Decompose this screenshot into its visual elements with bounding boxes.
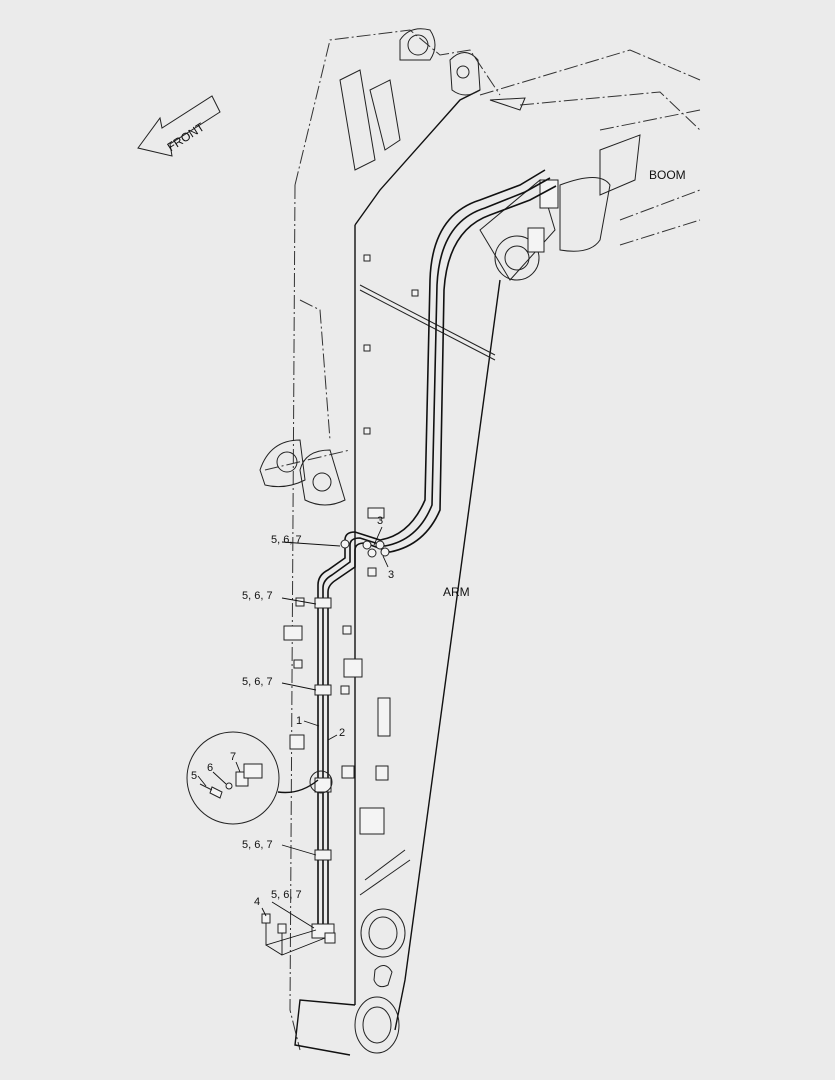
arm-label: ARM [443,585,470,599]
front-arrow-icon: FRONT [137,95,221,157]
boom-outline [479,49,701,252]
callout-7: 7 [230,751,236,763]
front-label: FRONT [165,120,208,155]
callout-5: 5 [191,770,197,782]
leader-lines [197,526,389,929]
callout-3-upper: 3 [377,515,383,527]
boom-label: BOOM [649,168,686,182]
hydraulic-hoses [311,169,557,944]
callout-4: 4 [254,896,260,908]
callout-3-lower: 3 [388,569,394,581]
callout-6: 6 [207,762,213,774]
bolt-detail [261,913,326,956]
mounting-pads [283,254,419,835]
callout-5-6-7-a: 5, 6, 7 [271,534,302,546]
callout-5-6-7-c: 5, 6, 7 [242,676,273,688]
callout-2: 2 [339,727,345,739]
callout-5-6-7-e: 5, 6, 7 [271,889,302,901]
callout-5-6-7-b: 5, 6, 7 [242,590,273,602]
callout-5-6-7-d: 5, 6, 7 [242,839,273,851]
arm-outline [259,28,559,1056]
detail-view-bubble [186,731,333,825]
callout-1: 1 [296,715,302,727]
